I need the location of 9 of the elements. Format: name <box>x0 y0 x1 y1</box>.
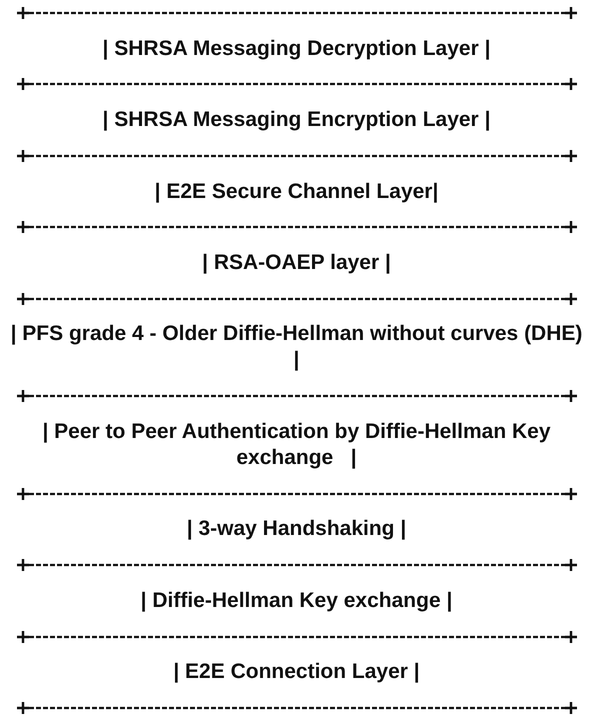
layer-label: | PFS grade 4 - Older Diffie-Hellman without curves (DHE) | <box>10 321 584 374</box>
layer-label: | E2E Secure Channel Layer| <box>154 178 438 205</box>
layer-label: | SHRSA Messaging Encryption Layer | <box>102 107 490 134</box>
layer-label: | Peer to Peer Authentication by Diffie-Hellman Key exchange | <box>41 418 552 471</box>
layer-label: | 3-way Handshaking | <box>186 516 406 542</box>
layer-label: | Diffie-Hellman Key exchange | <box>140 588 452 614</box>
layer-label: | E2E Connection Layer | <box>173 659 420 686</box>
layer-label: | SHRSA Messaging Decryption Layer | <box>102 36 490 62</box>
layer-label: | RSA-OAEP layer | <box>202 250 391 276</box>
